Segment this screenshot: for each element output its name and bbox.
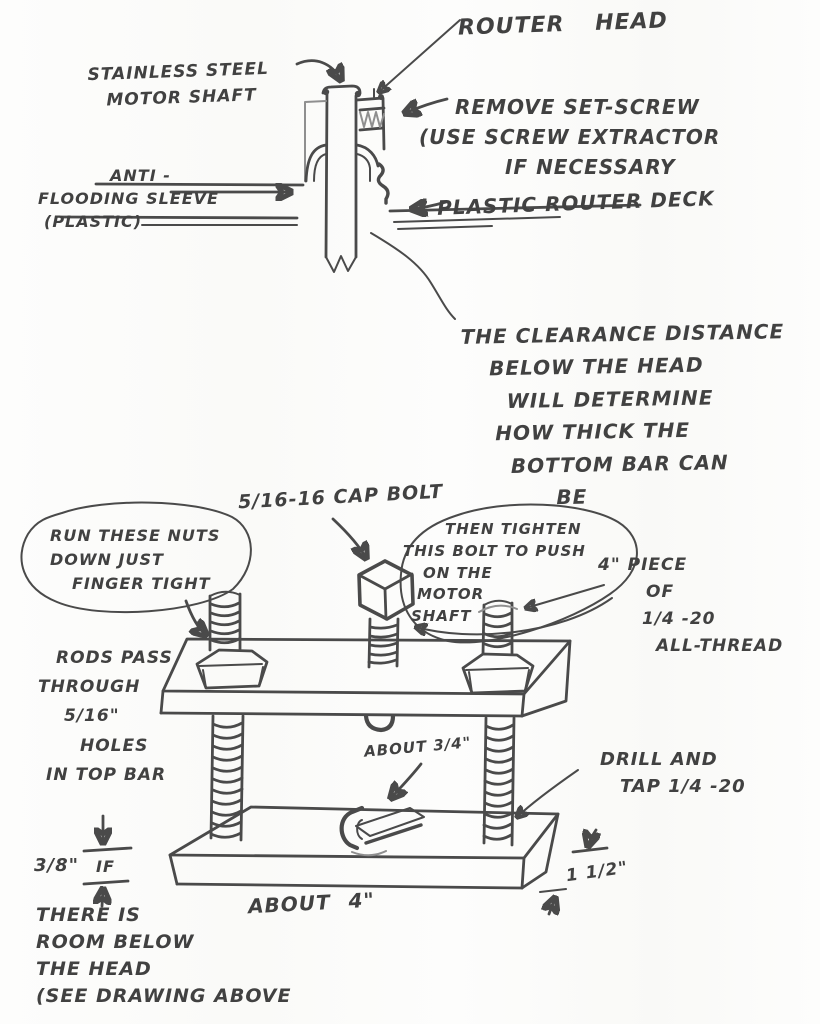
arrow-bubble-to-bolt bbox=[416, 597, 613, 634]
motor-shaft bbox=[321, 84, 362, 273]
dim-right-down-arrow bbox=[588, 828, 596, 846]
clearance-leader-curve bbox=[370, 232, 456, 320]
right-nut bbox=[461, 652, 535, 695]
puller-jig-sketch bbox=[20, 501, 638, 914]
label-room-note: THERE IS ROOM BELOW THE HEAD (SEE DRAWIN… bbox=[36, 904, 292, 1007]
label-clearance-note: THE CLEARANCE DISTANCE BELOW THE HEAD WI… bbox=[460, 319, 785, 510]
router-deck-lines bbox=[388, 203, 642, 230]
dim-left-up-arrow bbox=[102, 889, 103, 908]
arrow-shaft-from-stainless bbox=[295, 59, 341, 80]
arrow-bubble-to-nut bbox=[184, 599, 206, 635]
deck-domes bbox=[304, 143, 390, 205]
label-nuts-bubble: RUN THESE NUTS DOWN JUST FINGER TIGHT bbox=[50, 526, 221, 593]
dim-right-up-arrow bbox=[549, 898, 555, 914]
arrow-deck bbox=[412, 202, 448, 209]
label-dim-three-eighths: 3/8" bbox=[34, 855, 80, 876]
leader-arrows-top bbox=[295, 19, 461, 320]
label-remove-set-screw: REMOVE SET-SCREW (USE SCREW EXTRACTOR IF… bbox=[419, 95, 721, 179]
arrow-shaft-from-router-head bbox=[379, 19, 461, 92]
dimension-arrows bbox=[82, 814, 609, 914]
speech-bubble-right bbox=[399, 503, 638, 644]
arrow-drill-tap bbox=[517, 769, 579, 817]
dim-left-tick-bottom bbox=[82, 879, 130, 886]
pusher-bracket bbox=[339, 805, 425, 857]
right-threaded-rod bbox=[478, 599, 518, 847]
bottom-bar bbox=[168, 805, 560, 890]
label-all-thread: 4" PIECE OF 1/4 -20 ALL-THREAD bbox=[598, 555, 784, 656]
anti-flood-sleeve-lines bbox=[60, 182, 305, 226]
leader-arrows-bottom bbox=[184, 517, 613, 817]
label-tighten-bubble: THEN TIGHTEN THIS BOLT TO PUSH ON THE MO… bbox=[403, 520, 586, 625]
set-screw-spring bbox=[358, 106, 386, 132]
label-motor-shaft: STAINLESS STEEL MOTOR SHAFT bbox=[87, 58, 270, 111]
label-anti-flooding: ANTI - FLOODING SLEEVE (PLASTIC) bbox=[38, 166, 219, 232]
dim-right-tick bbox=[571, 846, 609, 854]
label-rods-pass: RODS PASS THROUGH 5/16" HOLES IN TOP BAR bbox=[38, 648, 173, 785]
speech-bubble-left bbox=[20, 501, 252, 614]
set-screw-pocket bbox=[355, 88, 386, 151]
cap-bolt bbox=[357, 559, 415, 733]
top-bar bbox=[159, 637, 572, 718]
head-housing-left bbox=[304, 100, 327, 182]
label-dim-if: IF bbox=[96, 857, 115, 876]
left-threaded-rod bbox=[208, 590, 245, 842]
arrow-capbolt-label bbox=[331, 517, 366, 558]
dim-left-tick-top bbox=[82, 846, 133, 853]
arrow-set-screw bbox=[405, 97, 449, 113]
bolt-tip bbox=[363, 713, 396, 733]
arrow-4in-to-rod bbox=[526, 584, 605, 608]
label-drill-tap: DRILL AND TAP 1/4 -20 bbox=[600, 749, 746, 797]
router-head-assembly-sketch bbox=[60, 19, 642, 320]
arrow-gap bbox=[391, 762, 423, 798]
left-nut bbox=[195, 648, 269, 690]
dim-right-up-tick bbox=[539, 888, 567, 893]
